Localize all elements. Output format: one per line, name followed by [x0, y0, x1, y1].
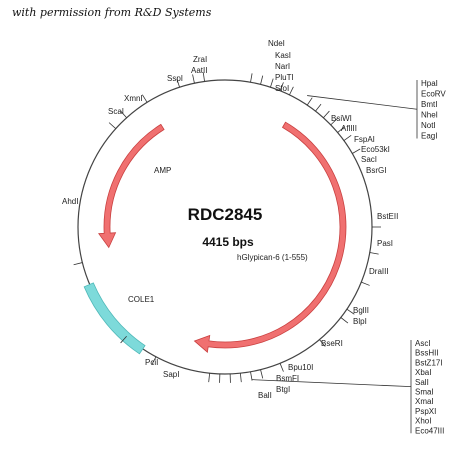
- site-tick: [340, 317, 349, 324]
- permission-caption: with permission from R&D Systems: [12, 6, 212, 19]
- site-tick: [319, 339, 326, 347]
- site-list-item: XhoI: [415, 417, 431, 426]
- site-tick: [361, 281, 370, 286]
- site-tick: [315, 103, 322, 112]
- site-tick: [73, 262, 83, 266]
- site-tick: [330, 118, 338, 126]
- site-ticks: [73, 72, 381, 383]
- site-plutI: PluTI: [275, 73, 294, 82]
- site-tick: [337, 126, 345, 133]
- site-group-bottom: AscIBssHIIBstZ17IXbaISalISmaIXmaIPspXIXh…: [251, 339, 444, 435]
- site-tick: [250, 371, 253, 381]
- site-list-item: XmaI: [415, 397, 434, 406]
- site-list-item: SmaI: [415, 388, 434, 397]
- site-list-item: NheI: [421, 111, 438, 120]
- feature-label-cole1: COLE1: [128, 295, 155, 304]
- site-tick: [369, 252, 379, 255]
- plasmid-length: 4415 bps: [202, 235, 254, 249]
- feature-label-amp: AMP: [154, 166, 171, 175]
- site-saci: SacI: [361, 155, 377, 164]
- site-list-item: BstZ17I: [415, 358, 443, 367]
- site-list-item: XbaI: [415, 368, 431, 377]
- site-sapi: SapI: [163, 370, 179, 379]
- site-bali: BalI: [258, 391, 272, 400]
- feature-label-insert: hGlypican-6 (1-555): [237, 253, 308, 262]
- site-bseri: BseRI: [321, 339, 343, 348]
- plasmid-name: RDC2845: [188, 205, 263, 224]
- site-tick: [208, 373, 211, 383]
- site-list-item: EagI: [421, 132, 437, 141]
- site-tick: [202, 72, 205, 82]
- site-bsrgi: BsrGI: [366, 166, 386, 175]
- site-list-item: AscI: [415, 339, 431, 348]
- cole1-arc: [83, 282, 146, 355]
- site-bglii: BglII: [353, 306, 369, 315]
- site-list-item: BssHII: [415, 349, 439, 358]
- site-aatii: AatII: [191, 66, 207, 75]
- site-afliii: AflIII: [341, 124, 357, 133]
- site-tick: [260, 75, 264, 85]
- insert-arc: [193, 121, 347, 353]
- site-list-item: EcoRV: [421, 90, 446, 99]
- site-bsiwi: BsiWI: [331, 114, 352, 123]
- site-list-item: PspXI: [415, 407, 436, 416]
- site-tick: [260, 369, 264, 379]
- site-list-item: NotI: [421, 121, 436, 130]
- site-kasi: KasI: [275, 51, 291, 60]
- site-group-bracket: [251, 340, 412, 434]
- site-sfoi: SfoI: [275, 84, 289, 93]
- site-sspi: SspI: [167, 74, 183, 83]
- site-tick: [352, 148, 361, 154]
- site-tick: [346, 308, 355, 315]
- site-tick: [343, 134, 352, 141]
- amp-arc: [98, 123, 165, 249]
- site-pcii: PciI: [145, 358, 158, 367]
- site-tick: [108, 122, 117, 129]
- site-pasi: PasI: [377, 239, 393, 248]
- site-tick: [289, 86, 294, 96]
- site-tick: [270, 78, 274, 88]
- site-tick: [306, 97, 313, 106]
- site-tick: [120, 110, 127, 119]
- site-bsmfi: BsmFI: [276, 374, 299, 383]
- site-group-bracket: [307, 80, 418, 139]
- site-bpu10i: Bpu10I: [288, 363, 313, 372]
- site-tick: [151, 356, 157, 365]
- site-eco53ki: Eco53kI: [361, 145, 390, 154]
- site-draiii: DraIII: [369, 267, 389, 276]
- site-tick: [120, 335, 127, 344]
- site-btgi: BtgI: [276, 385, 290, 394]
- site-tick: [250, 73, 253, 83]
- site-nari: NarI: [275, 62, 290, 71]
- site-ndei: NdeI: [268, 39, 285, 48]
- site-list-item: BmtI: [421, 100, 437, 109]
- site-ahdi: AhdI: [62, 197, 78, 206]
- site-scai: ScaI: [108, 107, 124, 116]
- site-tick: [239, 373, 242, 383]
- site-xmni: XmnI: [124, 94, 143, 103]
- site-tick: [279, 82, 284, 91]
- site-list-item: Eco47III: [415, 426, 444, 435]
- site-zrai: ZraI: [193, 55, 207, 64]
- site-blpi: BlpI: [353, 317, 367, 326]
- site-tick: [176, 78, 180, 88]
- site-tick: [323, 110, 330, 119]
- site-list-item: SalI: [415, 378, 429, 387]
- site-tick: [141, 94, 148, 103]
- site-bsteii: BstEII: [377, 212, 398, 221]
- site-fspai: FspAI: [354, 135, 375, 144]
- site-tick: [192, 74, 195, 84]
- site-tick: [279, 363, 284, 372]
- site-list-item: HpaI: [421, 79, 438, 88]
